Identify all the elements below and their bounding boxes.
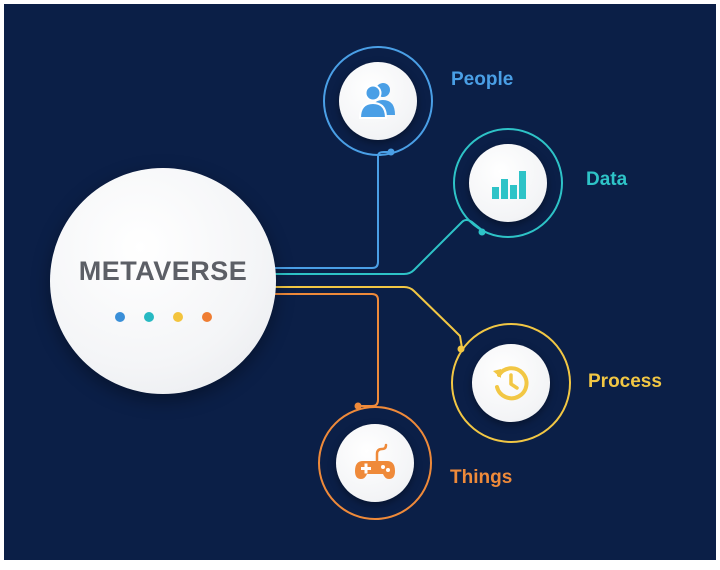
hub-dots [50,312,276,322]
node-things-ring [318,406,432,520]
node-people-ring [323,46,433,156]
gamepad-icon [355,443,395,479]
bar-chart-icon [492,171,526,199]
people-icon [358,83,395,119]
node-process-ring [451,323,571,443]
connector-process [270,286,463,349]
connector-people [270,151,391,269]
hub-dot-orange [201,312,212,322]
hub-dot-blue [114,312,125,322]
node-data [453,128,563,238]
label-people: People [451,69,514,90]
hub-dot-teal [143,312,154,322]
hub-title: METAVERSE [78,256,248,286]
node-data-ring [453,128,563,238]
metaverse-hub: METAVERSE [50,168,276,394]
history-clock-icon [493,366,529,401]
connector-things [270,293,379,407]
label-process: Process [588,371,662,392]
label-data: Data [586,169,628,190]
node-process [451,323,571,443]
node-things [318,406,432,520]
label-things: Things [450,467,513,488]
hub-dot-yellow [172,312,183,322]
node-people [323,46,433,156]
